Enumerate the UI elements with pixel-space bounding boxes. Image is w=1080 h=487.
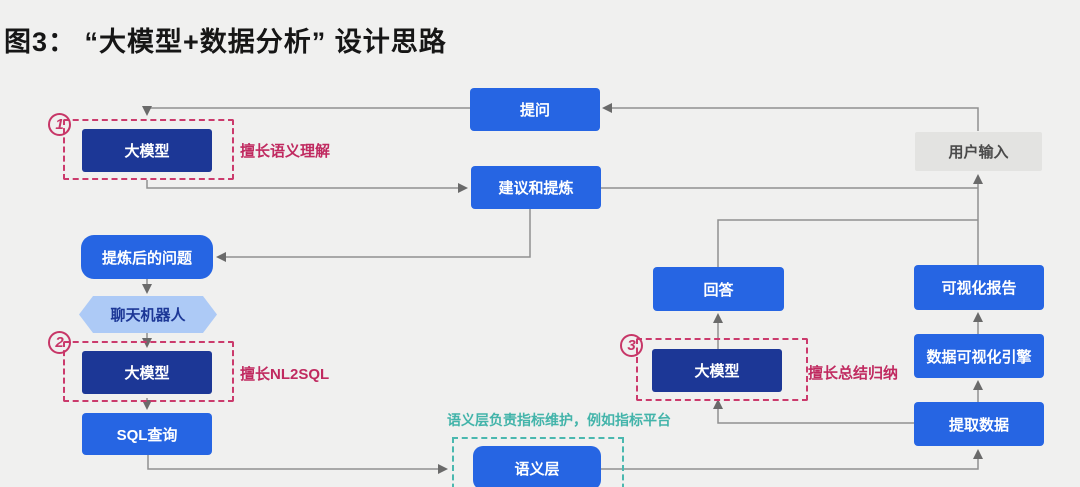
model3-highlight-frame — [636, 338, 808, 401]
node-suggest-refine: 建议和提炼 — [471, 166, 601, 209]
step-badge-3: 3 — [620, 334, 643, 357]
edge-suggest-to-refined — [216, 209, 531, 262]
annotation-model2: 擅长NL2SQL — [240, 366, 330, 383]
edge-question-to-model1 — [142, 106, 470, 116]
edge-extract-to-model3 — [713, 399, 914, 424]
model1-highlight-frame — [63, 119, 234, 180]
step-badge-1: 1 — [48, 113, 71, 136]
figure-title: 图3： “大模型+数据分析” 设计思路 — [4, 27, 447, 57]
node-user-input: 用户输入 — [915, 132, 1042, 171]
edge-semantic-to-extract — [601, 449, 983, 470]
edge-sql-to-semantic — [147, 455, 448, 474]
model2-highlight-frame — [63, 341, 234, 402]
node-sql-query: SQL查询 — [82, 413, 212, 455]
edge-answer-to-userinput — [717, 219, 978, 267]
node-model3: 大模型 — [652, 349, 782, 392]
node-semantic-layer: 语义层 — [473, 446, 601, 487]
node-extract-data: 提取数据 — [914, 402, 1044, 446]
annotation-model1: 擅长语义理解 — [240, 143, 331, 160]
edge-userinput-to-question — [602, 103, 979, 131]
annotation-model3: 擅长总结归纳 — [808, 365, 899, 382]
node-model2: 大模型 — [82, 351, 212, 394]
node-viz-engine: 数据可视化引擎 — [914, 334, 1044, 378]
annotation-semantic-layer: 语义层负责指标维护，例如指标平台 — [447, 412, 671, 428]
node-model1: 大模型 — [82, 129, 212, 172]
semantic-layer-frame — [452, 437, 624, 487]
node-answer: 回答 — [653, 267, 784, 311]
step-badge-2: 2 — [48, 331, 71, 354]
node-question: 提问 — [470, 88, 600, 131]
node-viz-report: 可视化报告 — [914, 265, 1044, 310]
edge-model1-to-suggest — [146, 180, 468, 193]
node-refined-question: 提炼后的问题 — [81, 235, 213, 279]
node-chatbot: 聊天机器人 — [79, 296, 217, 333]
